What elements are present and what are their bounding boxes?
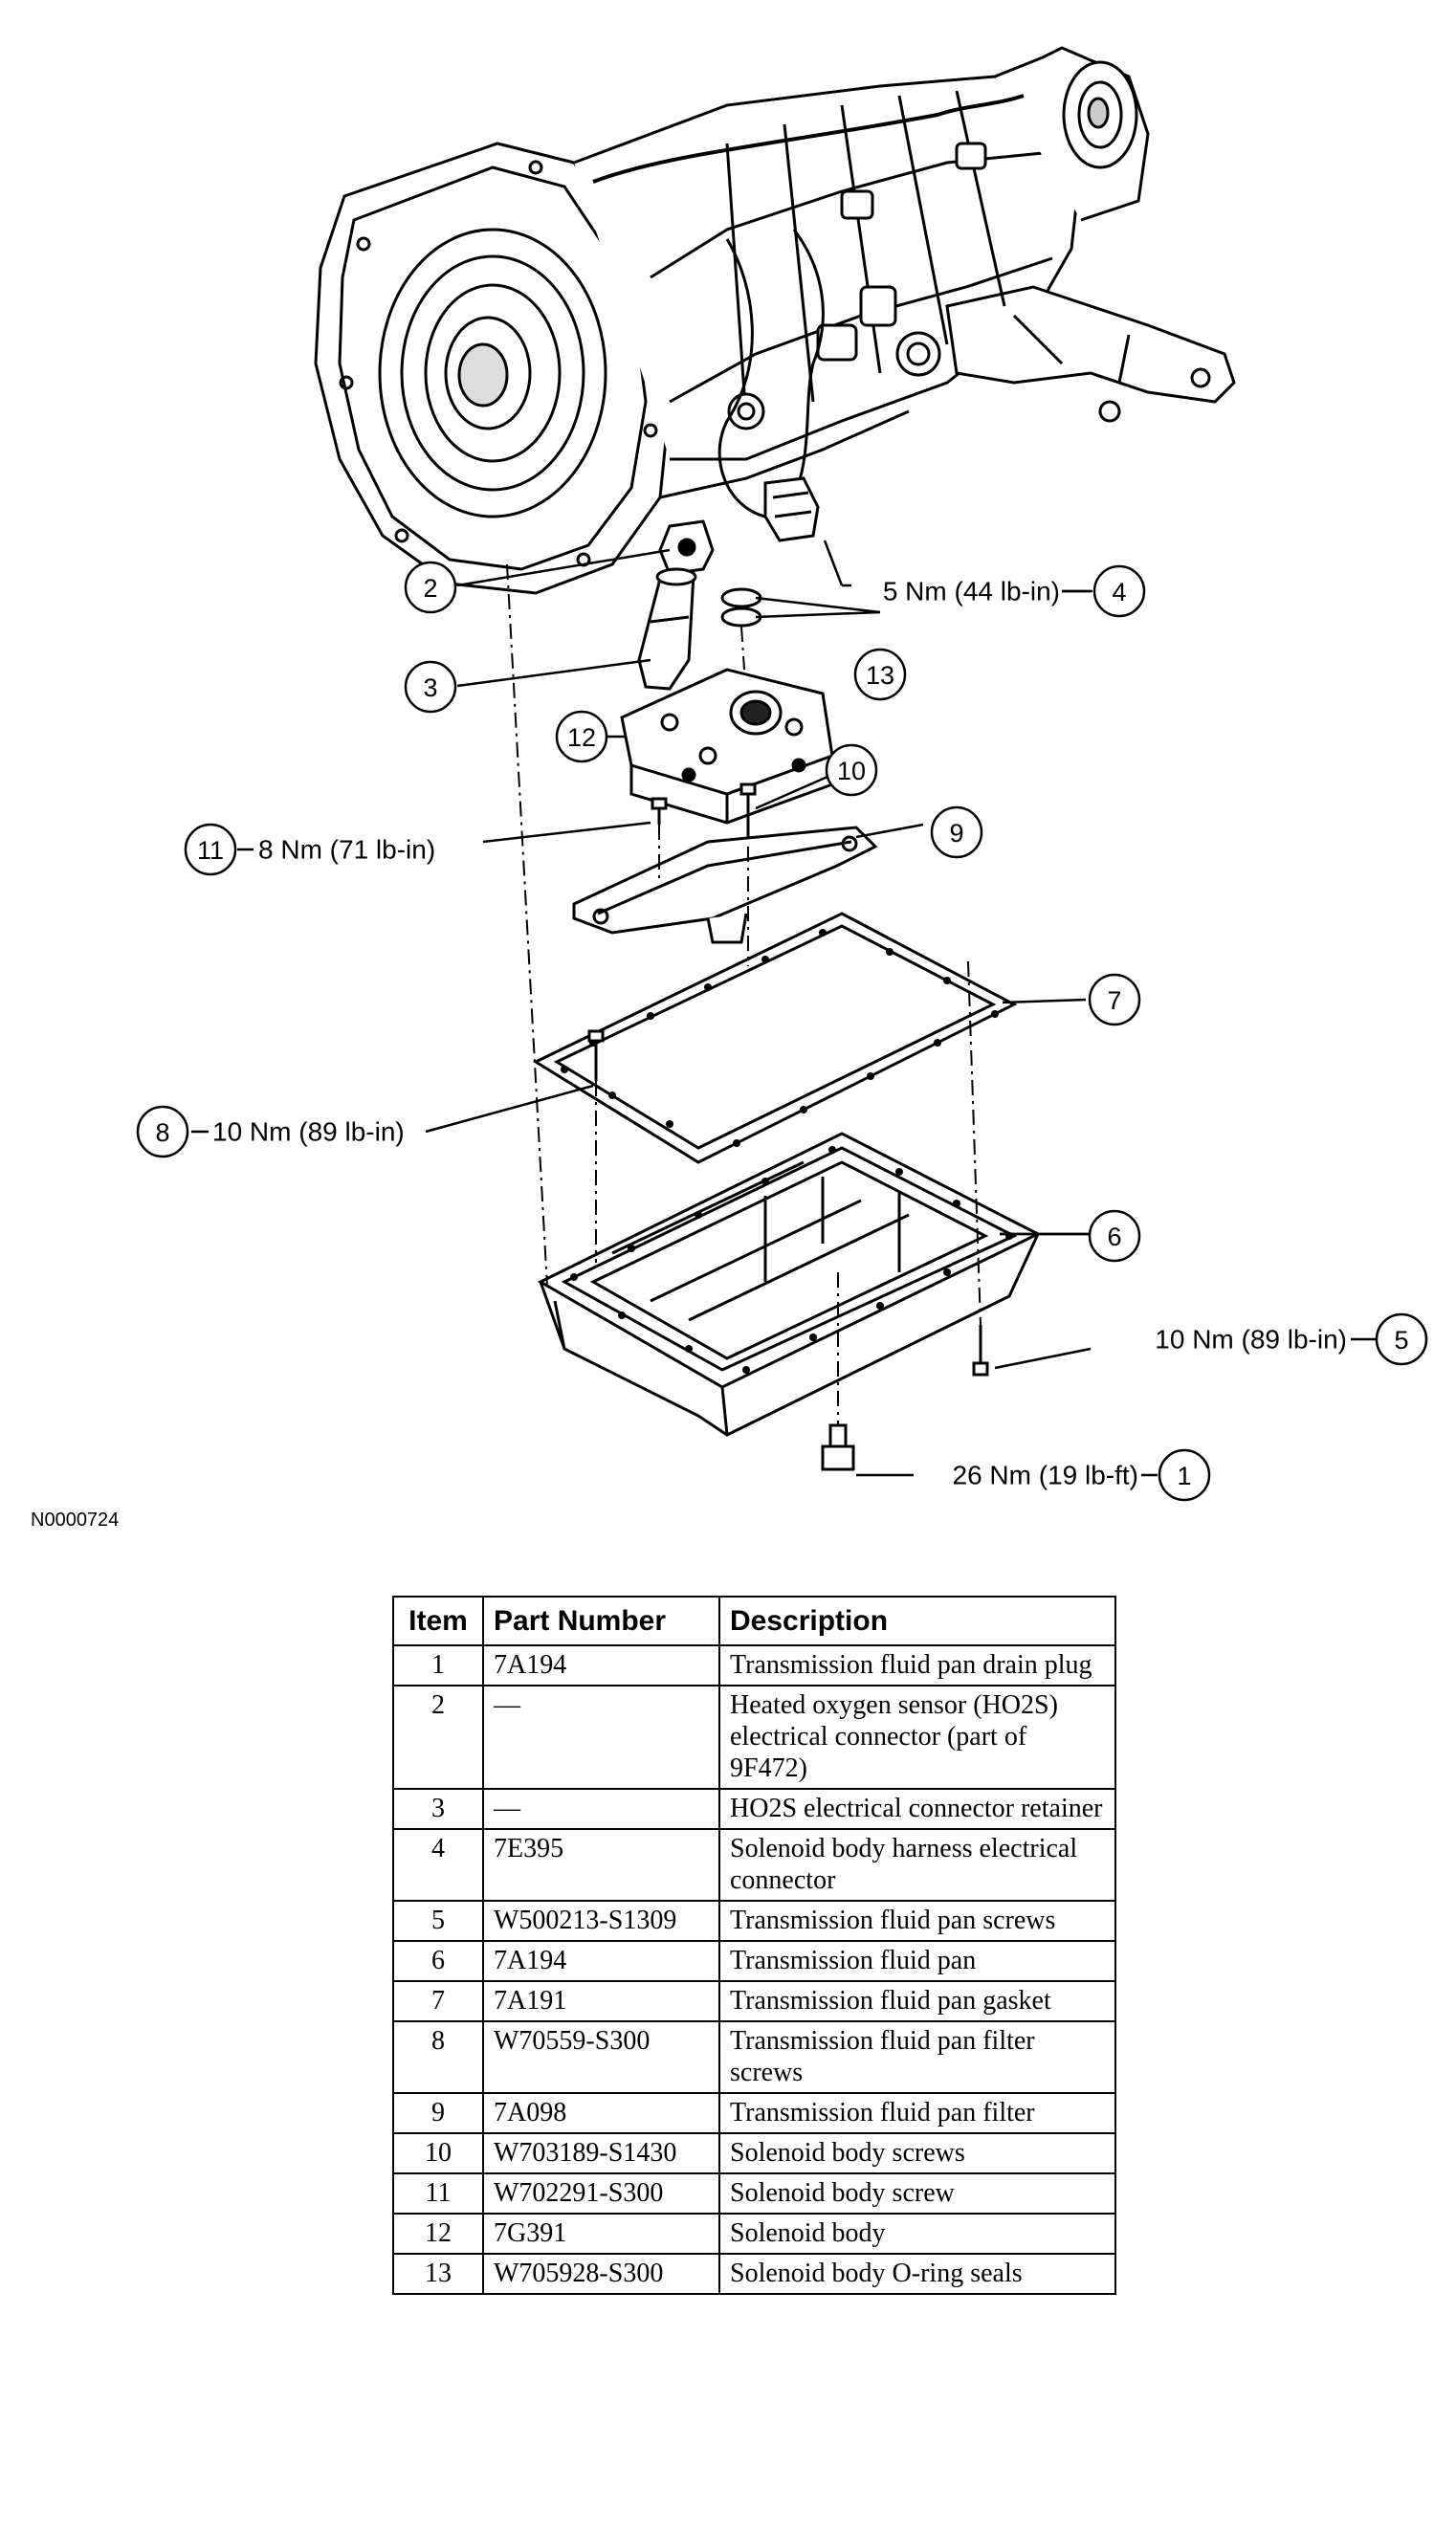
part-number-cell: —	[482, 1788, 720, 1830]
transmission-assembly	[314, 46, 1236, 595]
item-cell: 6	[392, 1940, 484, 1982]
callout-1: 1	[1177, 1462, 1191, 1490]
pan-screw	[972, 1325, 989, 1377]
part-number-cell: 7A098	[482, 2092, 720, 2134]
description-cell: Solenoid body screws	[718, 2132, 1116, 2174]
description-cell: Transmission fluid pan drain plug	[718, 1644, 1116, 1686]
table-row: 2—Heated oxygen sensor (HO2S) electrical…	[392, 1685, 1116, 1790]
item-cell: 13	[392, 2253, 484, 2295]
parts-table-header: Item Part Number Description	[392, 1596, 1116, 1646]
item-cell: 8	[392, 2020, 484, 2094]
torque-label-4: 5 Nm (44 lb-in)	[883, 577, 1060, 606]
item-cell: 9	[392, 2092, 484, 2134]
part-number-cell: W703189-S1430	[482, 2132, 720, 2174]
description-cell: Solenoid body O-ring seals	[718, 2253, 1116, 2295]
description-cell: Transmission fluid pan gasket	[718, 1980, 1116, 2022]
o-ring-seals	[720, 587, 762, 628]
callout-12: 12	[567, 723, 596, 752]
part-number-cell: 7A191	[482, 1980, 720, 2022]
part-number-cell: W70559-S300	[482, 2020, 720, 2094]
fluid-pan	[537, 1132, 1042, 1437]
callout-9: 9	[949, 819, 963, 848]
description-cell: Heated oxygen sensor (HO2S) electrical c…	[718, 1685, 1116, 1790]
callout-13: 13	[866, 661, 894, 690]
item-cell: 3	[392, 1788, 484, 1830]
header-description: Description	[718, 1596, 1116, 1646]
item-cell: 4	[392, 1828, 484, 1902]
description-cell: Transmission fluid pan filter screws	[718, 2020, 1116, 2094]
table-row: 3—HO2S electrical connector retainer	[392, 1788, 1116, 1830]
part-number-cell: 7G391	[482, 2213, 720, 2255]
part-number-cell: W500213-S1309	[482, 1900, 720, 1942]
callout-10: 10	[837, 757, 866, 785]
item-cell: 7	[392, 1980, 484, 2022]
callout-5: 5	[1394, 1326, 1408, 1355]
solenoid-body	[620, 668, 834, 825]
header-item: Item	[392, 1596, 484, 1646]
item-cell: 5	[392, 1900, 484, 1942]
leader-lines	[191, 540, 1378, 1477]
part-number-cell: —	[482, 1685, 720, 1790]
item-cell: 2	[392, 1685, 484, 1790]
item-cell: 11	[392, 2172, 484, 2215]
callout-8: 8	[155, 1118, 169, 1147]
alignment-lines	[506, 563, 982, 1425]
torque-label-1: 26 Nm (19 lb-ft)	[953, 1461, 1139, 1490]
description-cell: Solenoid body	[718, 2213, 1116, 2255]
callout-2: 2	[423, 574, 437, 603]
torque-label-11: 8 Nm (71 lb-in)	[258, 835, 435, 865]
part-number-cell: 7A194	[482, 1940, 720, 1982]
filter-screw	[587, 1029, 605, 1081]
callout-4: 4	[1112, 578, 1126, 606]
header-part-number: Part Number	[482, 1596, 720, 1646]
callout-11: 11	[197, 836, 224, 865]
torque-label-5: 10 Nm (89 lb-in)	[1155, 1325, 1347, 1355]
ho2s-connector-retainer	[637, 567, 697, 691]
description-cell: Transmission fluid pan screws	[718, 1900, 1116, 1942]
fluid-pan-gasket	[532, 912, 1018, 1164]
callout-6: 6	[1107, 1223, 1121, 1251]
fluid-pan-filter	[572, 826, 878, 944]
part-number-cell: W702291-S300	[482, 2172, 720, 2215]
description-cell: Solenoid body screw	[718, 2172, 1116, 2215]
description-cell: Transmission fluid pan filter	[718, 2092, 1116, 2134]
item-cell: 10	[392, 2132, 484, 2174]
description-cell: Solenoid body harness electrical connect…	[718, 1828, 1116, 1902]
torque-label-8: 10 Nm (89 lb-in)	[212, 1117, 405, 1147]
item-cell: 12	[392, 2213, 484, 2255]
exploded-view-diagram: 2 3 4 13 12 10 9 11 7 8 6 5 1 5 Nm (44 l…	[136, 46, 1428, 1502]
callout-markers	[136, 561, 1428, 1502]
description-cell: Transmission fluid pan	[718, 1940, 1116, 1982]
part-number-cell: W705928-S300	[482, 2253, 720, 2295]
callout-3: 3	[423, 673, 437, 702]
figure-id: N0000724	[31, 1510, 120, 1531]
drain-plug	[821, 1423, 855, 1471]
description-cell: HO2S electrical connector retainer	[718, 1788, 1116, 1830]
callout-7: 7	[1107, 986, 1121, 1015]
part-number-cell: 7E395	[482, 1828, 720, 1902]
part-number-cell: 7A194	[482, 1644, 720, 1686]
item-cell: 1	[392, 1644, 484, 1686]
